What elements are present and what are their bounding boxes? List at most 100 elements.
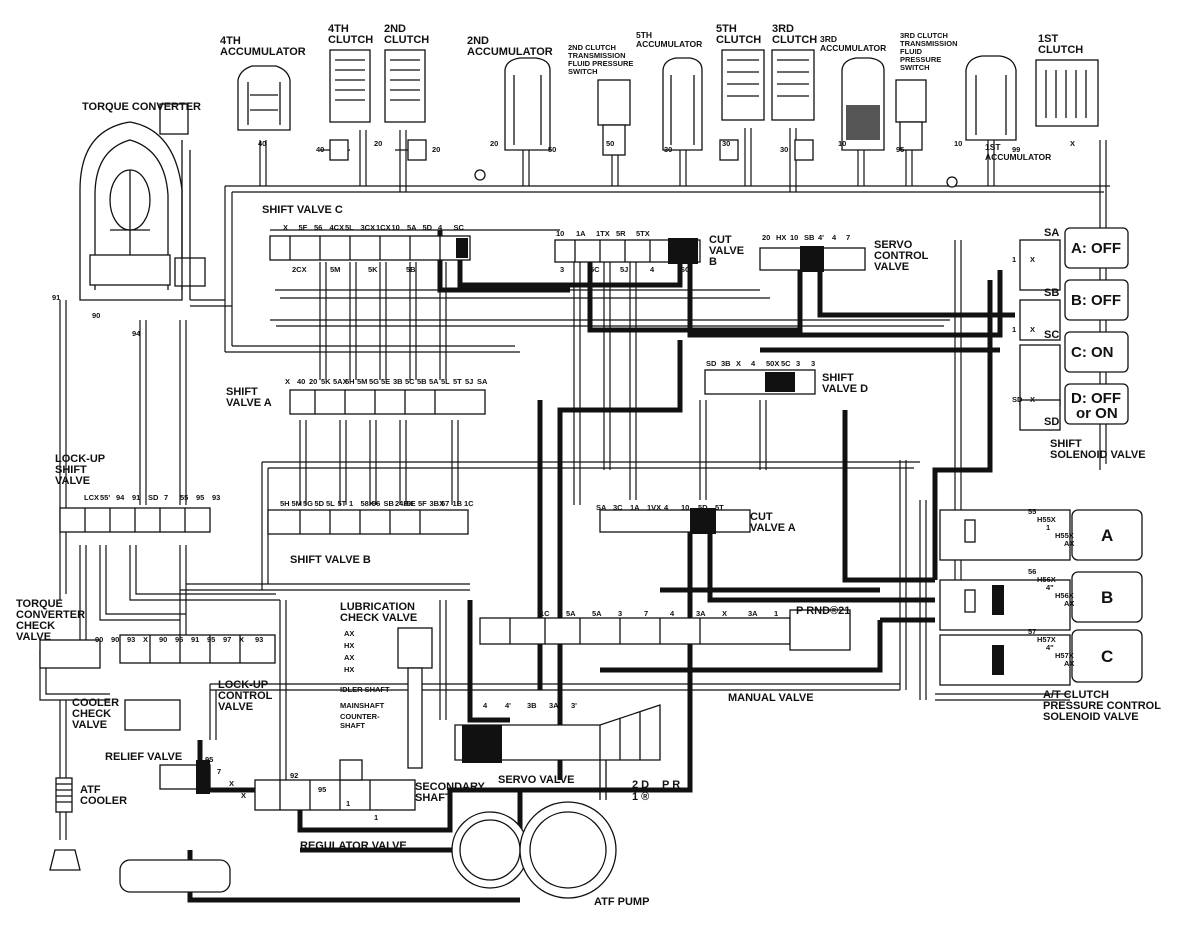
port-label-cutb_top-0: 10 xyxy=(556,229,564,238)
servo-control-label-1: SERVO xyxy=(874,239,913,251)
port-label-svc_top-4: 5L xyxy=(345,223,354,232)
at-clutch-label-3: SOLENOID VALVE xyxy=(1043,711,1139,723)
port-label-cuta-2: 1A xyxy=(630,503,640,512)
port-label-misc-0: 40 xyxy=(258,139,266,148)
port-label-sva-16: SA xyxy=(477,377,488,386)
port-label-svc_top-11: SC xyxy=(454,223,465,232)
port-label-cuta-0: SA xyxy=(596,503,607,512)
cut-valve-b-label-1: CUT xyxy=(709,234,732,246)
solenoid-d-state: D: OFF xyxy=(1071,390,1121,407)
port-label-svc_top-6: 1CX xyxy=(376,223,391,232)
port-label-svd-0: SD xyxy=(706,359,717,368)
port-label-sva-7: 5G xyxy=(369,377,379,386)
port-label-sva-6: 5M xyxy=(357,377,367,386)
port-label-cutb_bottom-1: 5C xyxy=(590,265,600,274)
port-label-cutb_top-2: 1TX xyxy=(596,229,610,238)
pc-solenoid-a-letter: A xyxy=(1101,526,1113,545)
port-label-misc-14: X xyxy=(1070,139,1075,148)
port-label-reg-3: 1 xyxy=(374,813,378,822)
port-label-svc_top-5: 3CX xyxy=(361,223,376,232)
cooler-check-label-3: VALVE xyxy=(72,719,107,731)
port-label-cuta-5: 10 xyxy=(681,503,689,512)
port-label-pc-14: AX xyxy=(1064,659,1074,668)
manual-pos-bottom-right: P R xyxy=(662,779,680,791)
port-label-relief-3: X xyxy=(241,791,246,800)
port-label-svc_top-9: 5D xyxy=(423,223,433,232)
port-label-servo_ctrl-0: 20 xyxy=(762,233,770,242)
port-label-servo_v-1: 4' xyxy=(505,701,511,710)
clutch1-label-2: CLUTCH xyxy=(1038,44,1083,56)
port-label-cutb_bottom-2: 5J xyxy=(620,265,628,274)
port-label-relief-1: 7 xyxy=(217,767,221,776)
servo-control-label-3: VALVE xyxy=(874,261,909,273)
lockup-control-label-2: CONTROL xyxy=(218,690,273,702)
port-label-svb-4: 5L xyxy=(326,499,335,508)
labels: TORQUE CONVERTER 4TH ACCUMULATOR 4TH CLU… xyxy=(16,23,1161,908)
port-label-reg-2: 1 xyxy=(346,799,350,808)
port-label-manual-2: 5A xyxy=(592,609,602,618)
solenoid-a-port: SA xyxy=(1044,227,1059,239)
solenoid-d-state-2: or ON xyxy=(1076,405,1118,422)
port-label-svb-10: 24BX xyxy=(395,499,414,508)
port-label-luc-4: 90 xyxy=(159,635,167,644)
port-label-svb-16: 1C xyxy=(464,499,474,508)
port-label-misc-1: 40 xyxy=(316,145,324,154)
port-label-sva-15: 5J xyxy=(465,377,473,386)
atf-cooler-label-1: ATF xyxy=(80,784,101,796)
solenoid-d-port: SD xyxy=(1044,416,1059,428)
tc-check-label-3: CHECK xyxy=(16,620,55,632)
port-label-sva-5: 5H xyxy=(345,377,355,386)
port-label-tc-0: 91 xyxy=(52,293,60,302)
port-label-manual-8: 3A xyxy=(748,609,758,618)
port-label-pc-7: 4" xyxy=(1046,583,1054,592)
manual-valve-label: MANUAL VALVE xyxy=(728,692,814,704)
cooler-check-label-1: COOLER xyxy=(72,697,119,709)
solenoid-a-state: A: OFF xyxy=(1071,240,1121,257)
clutch-2nd-body xyxy=(384,49,426,123)
port-label-luc-2: 93 xyxy=(127,635,135,644)
port-label-lus-0: LCX xyxy=(84,493,99,502)
port-label-svb-2: 5G xyxy=(303,499,313,508)
port-label-misc-11: 95 xyxy=(896,145,904,154)
port-label-sva-2: 20 xyxy=(309,377,317,386)
port-label-relief-0: 95 xyxy=(205,755,213,764)
accumulator-4th-body xyxy=(237,65,291,131)
port-label-lus-5: 7 xyxy=(164,493,168,502)
port-label-misc-8: 30 xyxy=(722,139,730,148)
port-label-cutb_top-1: 1A xyxy=(576,229,586,238)
port-label-servo_v-4: 3' xyxy=(571,701,577,710)
port-label-luc-1: 90 xyxy=(111,635,119,644)
port-label-lub-3: HX xyxy=(344,665,354,674)
port-label-pc-2: 1 xyxy=(1046,523,1050,532)
port-label-svc_top-2: 56 xyxy=(314,223,322,232)
port-label-svb-9: SB xyxy=(384,499,395,508)
solenoid-c-state: C: ON xyxy=(1071,344,1114,361)
port-label-svb-11: 5E xyxy=(407,499,416,508)
port-label-sva-0: X xyxy=(285,377,290,386)
atf-pump-label: ATF PUMP xyxy=(594,896,649,908)
lockup-shift-label-1: LOCK-UP xyxy=(55,453,105,465)
port-label-pc-6: H56X xyxy=(1037,575,1056,584)
port-label-lus-3: 91 xyxy=(132,493,140,502)
acc2-label-1: 2ND xyxy=(467,35,489,47)
manual-pos-bottom-mid: 1 ® xyxy=(632,791,649,803)
port-label-manual-5: 4 xyxy=(670,609,675,618)
acc2-label-2: ACCUMULATOR xyxy=(467,46,553,58)
port-label-servo_v-3: 3A xyxy=(549,701,559,710)
port-label-sva-11: 5B xyxy=(417,377,427,386)
port-label-sva-8: 5E xyxy=(381,377,390,386)
port-label-sol_ports-2: 1 xyxy=(1012,325,1016,334)
clutch1-label-1: 1ST xyxy=(1038,33,1058,45)
manual-positions: P RND®21 2 D 1 ® P R xyxy=(632,605,850,803)
port-label-svc_top-3: 4CX xyxy=(330,223,345,232)
port-label-sva-10: 5C xyxy=(405,377,415,386)
cut-valve-b-label-3: B xyxy=(709,256,717,268)
port-label-cuta-6: 5D xyxy=(698,503,708,512)
port-label-servo_v-0: 4 xyxy=(483,701,488,710)
port-label-misc-7: 30 xyxy=(664,145,672,154)
port-label-misc-10: 10 xyxy=(838,139,846,148)
port-label-lub-1: HX xyxy=(344,641,354,650)
acc3-label-2: ACCUMULATOR xyxy=(820,43,886,53)
port-label-pc-8: H56X xyxy=(1055,591,1074,600)
